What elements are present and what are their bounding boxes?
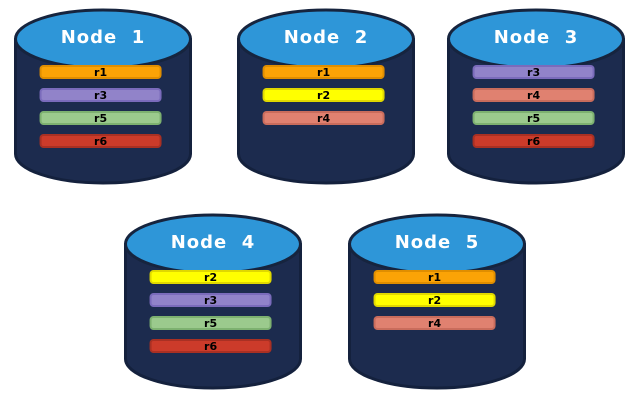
replica-bar-r6: r6: [472, 134, 595, 148]
replica-list: r3 r4 r5 r6: [472, 65, 595, 148]
node-title: Node 2: [283, 27, 369, 48]
replica-bar-r2: r2: [373, 293, 496, 307]
replica-bar-r5: r5: [472, 111, 595, 125]
replica-bar-r1: r1: [262, 65, 385, 79]
replica-list: r1 r3 r5 r6: [39, 65, 162, 148]
replica-bar-r5: r5: [39, 111, 162, 125]
node-cylinder-4: Node 4 r2 r3 r5 r6: [123, 210, 303, 394]
node-cylinder-1: Node 1 r1 r3 r5 r6: [13, 5, 193, 189]
node-title: Node 5: [394, 232, 480, 253]
replica-bar-r5: r5: [149, 316, 272, 330]
replica-list: r2 r3 r5 r6: [149, 270, 272, 353]
node-title: Node 1: [60, 27, 146, 48]
node-title: Node 3: [493, 27, 579, 48]
replica-bar-r4: r4: [262, 111, 385, 125]
replica-bar-r6: r6: [149, 339, 272, 353]
node-cylinder-5: Node 5 r1 r2 r4: [347, 210, 527, 394]
replica-list: r1 r2 r4: [373, 270, 496, 330]
replica-bar-r1: r1: [39, 65, 162, 79]
replica-bar-r3: r3: [149, 293, 272, 307]
replica-bar-r4: r4: [472, 88, 595, 102]
replica-bar-r3: r3: [472, 65, 595, 79]
replica-bar-r3: r3: [39, 88, 162, 102]
node-title: Node 4: [170, 232, 256, 253]
replica-bar-r4: r4: [373, 316, 496, 330]
replica-bar-r1: r1: [373, 270, 496, 284]
replica-bar-r2: r2: [262, 88, 385, 102]
replica-bar-r2: r2: [149, 270, 272, 284]
node-cylinder-3: Node 3 r3 r4 r5 r6: [446, 5, 626, 189]
replica-list: r1 r2 r4: [262, 65, 385, 125]
node-cylinder-2: Node 2 r1 r2 r4: [236, 5, 416, 189]
replica-bar-r6: r6: [39, 134, 162, 148]
